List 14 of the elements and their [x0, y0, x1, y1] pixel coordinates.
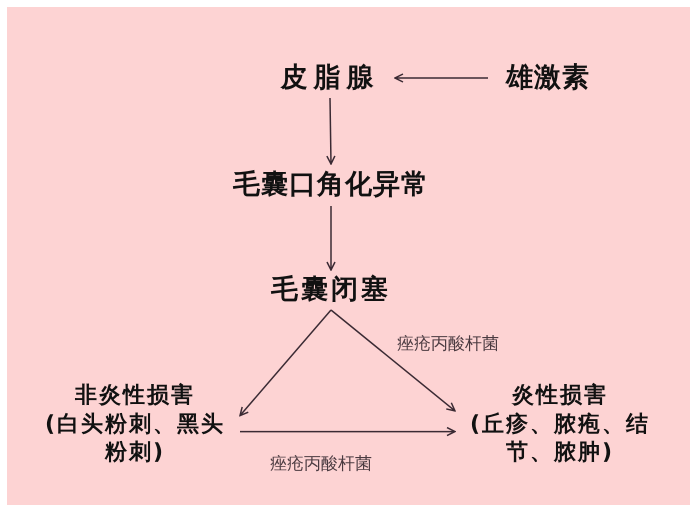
arrow [394, 73, 488, 83]
arrow [326, 98, 336, 165]
arrow [239, 310, 332, 416]
arrow [240, 426, 456, 436]
node-title: 毛囊闭塞 [271, 273, 391, 308]
node-title: 非炎性损害 [75, 382, 195, 410]
arrow [326, 206, 336, 271]
node-title: 毛囊口角化异常 [233, 168, 429, 202]
arrow [330, 309, 456, 412]
node-detail: (白头粉刺、黑头粉刺) [44, 410, 226, 468]
node-title: 雄激素 [506, 61, 590, 96]
node-title: 炎性损害 [512, 382, 608, 410]
node-detail: (丘疹、脓疱、结节、脓肿) [468, 410, 652, 468]
node-title: 皮脂腺 [280, 61, 380, 96]
